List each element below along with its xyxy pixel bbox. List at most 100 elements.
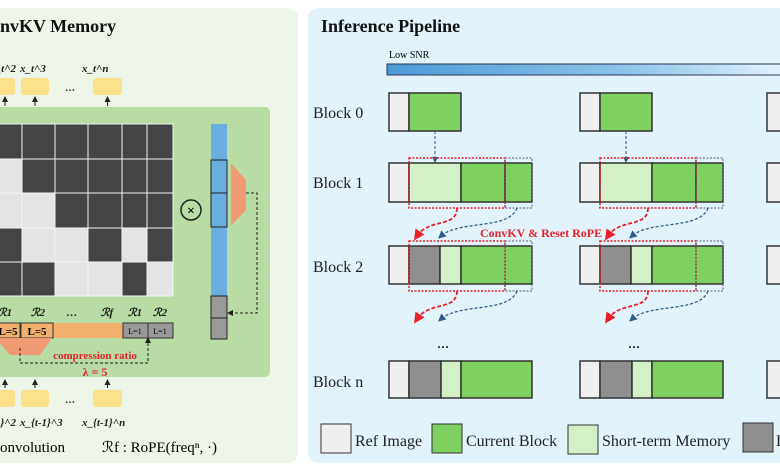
bottom-inputs: x_{t-1}^2x_{t-1}^3… x_{t-1}^n (0, 379, 125, 429)
top-inputs: x_t^2x_t^3…x_t^n (0, 63, 122, 106)
current-block (651, 162, 697, 203)
convkv-memory-panel: nvKV Memory x_t^2x_t^3…x_t^n × ℛ1ℛ2…ℛfℛ1… (0, 8, 298, 463)
current-block (460, 245, 533, 285)
length-label: L=5 (0, 326, 18, 338)
attention-grid (0, 123, 174, 297)
dashed-arrow (227, 192, 258, 316)
grid-cell (146, 123, 174, 160)
grid-cell (21, 192, 56, 229)
length-label: L=1 (153, 327, 166, 336)
grid-cell (54, 158, 89, 194)
rope-label: ℛ1 (0, 307, 12, 319)
rope-label: ℛ2 (31, 307, 46, 319)
multiply-icon (180, 199, 202, 221)
grid-cell (0, 227, 23, 263)
conv-kernel (231, 163, 246, 226)
grid-cell (121, 227, 148, 263)
blue-arrow (438, 207, 518, 239)
grid-cell (21, 227, 56, 263)
grid-cell (54, 261, 89, 297)
short-term-memory (439, 245, 462, 285)
legend-convolution: onvolution (0, 440, 66, 456)
input-label: x_{t-1}^n (81, 417, 125, 429)
ref-image (579, 162, 601, 203)
pipeline-columns (388, 92, 780, 399)
current-block (460, 162, 506, 203)
rope-label: … (67, 307, 78, 319)
panel-title: Inference Pipeline (321, 16, 460, 36)
legend: Ref Image Current Block Short-term Memor… (320, 422, 780, 455)
block-label: Block n (313, 374, 363, 391)
long-term-memory (408, 245, 441, 285)
blue-arrow (629, 207, 709, 239)
ellipsis: … (65, 83, 75, 94)
input-token (93, 78, 122, 95)
input-token (0, 78, 15, 95)
length-label: L=1 (128, 327, 141, 336)
compressed-cell (210, 295, 228, 319)
kv-cell (210, 159, 228, 194)
input-token (21, 78, 49, 95)
rope-label: ℛ2 (153, 307, 168, 319)
long-term-memory (599, 245, 632, 285)
legend-swatch-current (431, 423, 463, 454)
grid-cell (87, 227, 123, 263)
ellipsis: … (437, 337, 449, 351)
ref-image (388, 162, 410, 203)
grid-cell (87, 158, 123, 194)
ellipsis: … (65, 395, 75, 406)
grid-cell (121, 261, 148, 297)
grid-cell (0, 261, 23, 297)
pipeline-column (766, 92, 780, 399)
short-term-memory (631, 360, 653, 399)
length-label: L=5 (27, 326, 47, 338)
grid-cell (146, 192, 174, 229)
pipeline-column (388, 92, 533, 399)
ref-image (766, 245, 780, 285)
grid-cell (0, 158, 23, 194)
ref-image (388, 92, 410, 132)
short-term-memory (630, 245, 653, 285)
ref-image (766, 360, 780, 399)
ref-image (579, 92, 601, 132)
ellipsis: … (628, 337, 640, 351)
current-block (651, 360, 724, 399)
convkv-label: ConvKV & Reset RoPE (480, 226, 602, 240)
legend-swatch-ref (320, 423, 352, 454)
short-term-memory (440, 360, 462, 399)
kv-cell (210, 192, 228, 228)
pipeline-column (579, 92, 724, 399)
ref-image (766, 92, 780, 132)
inference-pipeline-panel: Inference Pipeline Low SNR Block 0 Block… (308, 8, 780, 463)
compression-arrow (19, 337, 151, 364)
length-cell (147, 322, 174, 339)
block-label: Block 0 (313, 105, 363, 122)
ref-image (579, 245, 601, 285)
block-label: Block 2 (313, 259, 363, 276)
legend-swatch-short-term (567, 424, 599, 455)
short-term-memory (408, 162, 462, 203)
grid-cell (21, 261, 56, 297)
grid-cell (146, 227, 174, 263)
grid-cell (21, 123, 56, 160)
grid-cell (54, 192, 89, 229)
ref-image (388, 360, 410, 399)
grid-cell (54, 227, 89, 263)
current-block (599, 92, 653, 132)
grid-cell (121, 158, 148, 194)
current-block (651, 245, 724, 285)
input-label: x_{t-1}^2 (0, 417, 16, 429)
grid-cell (0, 192, 23, 229)
ref-image (388, 245, 410, 285)
grid-cell (21, 158, 56, 194)
legend-label: L (776, 433, 780, 450)
snr-label: Low SNR (389, 50, 430, 61)
ref-image (579, 360, 601, 399)
long-term-memory (599, 360, 633, 399)
grid-cell (146, 261, 174, 297)
input-label: x_{t-1}^3 (19, 417, 63, 429)
compression-ratio-label: compression ratio (53, 350, 137, 362)
long-term-memory (408, 360, 442, 399)
input-token (93, 390, 122, 407)
blue-arrow (438, 290, 518, 322)
